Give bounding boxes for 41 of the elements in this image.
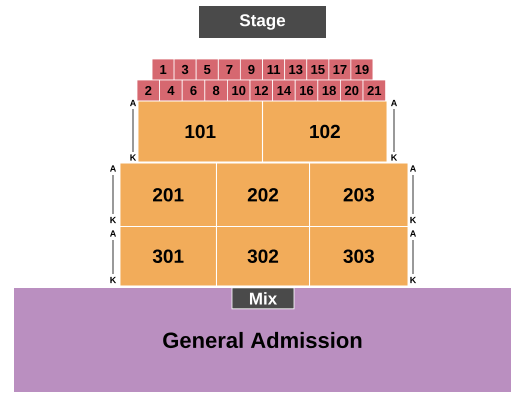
seating-section: 202 <box>216 162 310 228</box>
row-letter: K <box>110 216 116 224</box>
seat-block: 13 <box>284 58 308 80</box>
seat-block: 15 <box>306 58 330 80</box>
row-letter: K <box>130 154 136 161</box>
row-letter: A <box>110 165 116 172</box>
seat-block: 10 <box>227 80 250 102</box>
seating-section: 201 <box>119 162 217 228</box>
seat-block: 14 <box>272 80 296 102</box>
row-letter: K <box>391 154 398 161</box>
seating-section: 203 <box>309 162 409 228</box>
seating-section: 101 <box>137 100 263 162</box>
seating-section: 301 <box>119 226 217 286</box>
seat-block: 11 <box>262 58 286 80</box>
row-letter: A <box>390 100 397 106</box>
seat-block: 9 <box>240 58 263 80</box>
seat-block: 18 <box>317 80 341 102</box>
seat-block: 16 <box>294 80 318 102</box>
row-letter: K <box>410 216 416 224</box>
seat-block: 21 <box>362 80 386 102</box>
row-letter: A <box>410 230 416 237</box>
seat-block: 12 <box>250 80 273 102</box>
seat-block: 19 <box>350 58 374 80</box>
seating-section: 303 <box>309 226 409 286</box>
row-letter: A <box>130 100 136 106</box>
seat-block: 8 <box>204 80 228 102</box>
seat-block: 17 <box>328 58 352 80</box>
seat-block: 5 <box>196 58 219 80</box>
seat-block: 3 <box>174 58 197 80</box>
row-letter: A <box>410 165 416 172</box>
seat-block: 7 <box>218 58 241 80</box>
seating-section: 302 <box>216 226 310 286</box>
seat-block: 2 <box>136 80 160 102</box>
row-letter: A <box>110 230 116 237</box>
seat-block: 20 <box>340 80 364 102</box>
seating-section: 102 <box>262 100 388 162</box>
seat-block: 4 <box>159 80 183 102</box>
mix-booth: Mix <box>232 287 294 310</box>
seat-block: 1 <box>152 58 175 80</box>
stage-box: Stage <box>199 6 326 38</box>
seat-block: 6 <box>182 80 206 102</box>
